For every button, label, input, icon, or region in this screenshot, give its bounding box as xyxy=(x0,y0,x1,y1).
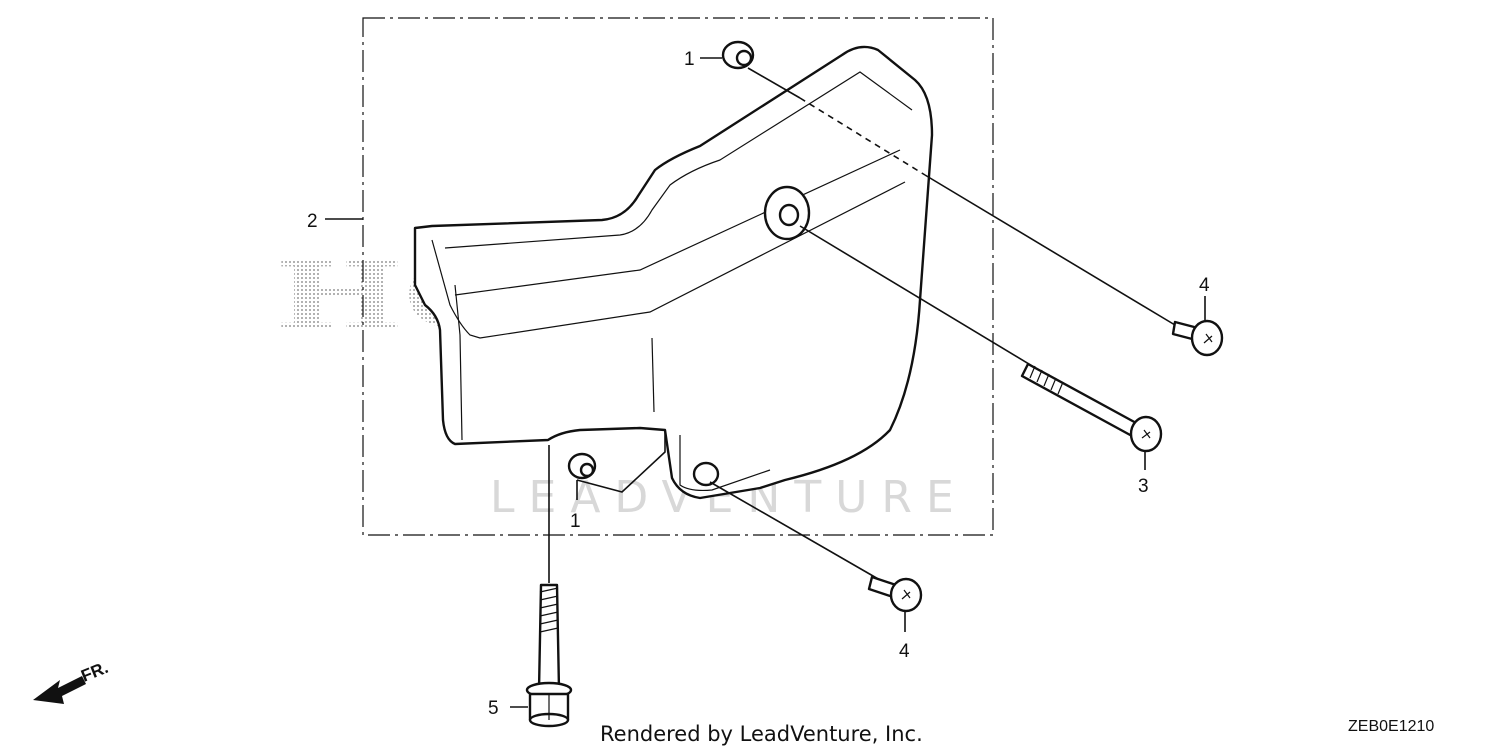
callout-1-upper: 1 xyxy=(684,49,695,70)
assembly-boundary xyxy=(362,17,994,536)
callout-4-lower: 4 xyxy=(899,641,910,662)
leader-lines xyxy=(325,57,1206,708)
callout-3: 3 xyxy=(1138,476,1149,497)
callout-2: 2 xyxy=(307,211,318,232)
cover-part xyxy=(413,45,934,500)
pin-lower xyxy=(867,575,923,613)
front-arrow-icon xyxy=(33,676,86,704)
rendered-by-footer: Rendered by LeadVenture, Inc. xyxy=(600,722,923,746)
callout-5: 5 xyxy=(488,698,499,719)
callout-4-upper: 4 xyxy=(1199,275,1210,296)
callout-1-lower: 1 xyxy=(570,511,581,532)
diagram-code: ZEB0E1210 xyxy=(1348,718,1434,735)
grommet-lower xyxy=(567,452,597,480)
long-pin xyxy=(1020,362,1163,453)
grommet-upper xyxy=(721,40,755,70)
flange-bolt xyxy=(525,583,573,728)
pin-upper xyxy=(1171,319,1224,357)
front-arrow-label: FR. xyxy=(78,658,111,686)
